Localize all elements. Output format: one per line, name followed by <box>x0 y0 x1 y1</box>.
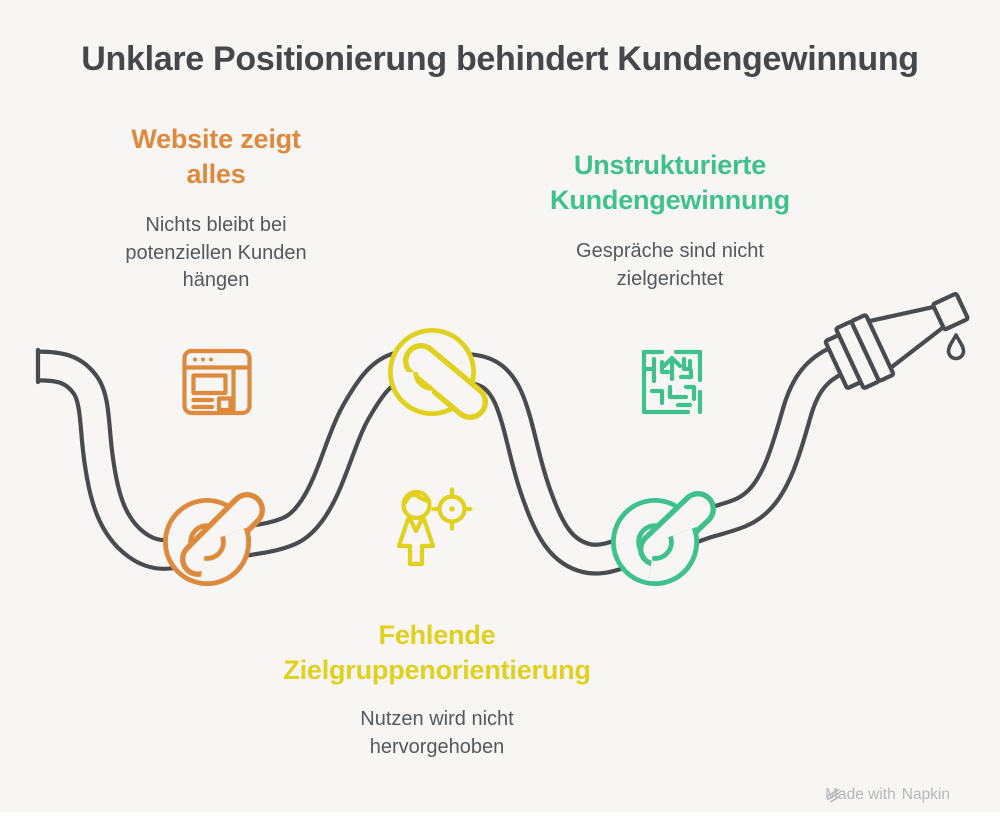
browser-window-icon <box>182 348 252 416</box>
watermark: Made with Napkin <box>825 786 950 804</box>
section-zielgruppe-body: Nutzen wird nicht hervorgehoben <box>360 708 514 758</box>
maze-icon <box>641 349 703 415</box>
nozzle-icon <box>823 291 970 390</box>
section-website-title: Website zeigt alles <box>131 124 301 190</box>
section-website-body: Nichts bleibt bei potenziellen Kunden hä… <box>125 214 307 292</box>
section-kundengewinnung-body: Gespräche sind nicht zielgerichtet <box>576 240 764 290</box>
yellow-knot <box>388 328 488 420</box>
section-zielgruppe-title: Fehlende Zielgruppenorientierung <box>283 620 591 686</box>
page-title: Unklare Positionierung behindert Kundeng… <box>81 40 919 78</box>
watermark-made-with: Made with <box>825 786 896 803</box>
person-target-icon <box>396 487 473 567</box>
napkin-logo-icon <box>827 788 840 803</box>
orange-knot <box>163 492 265 587</box>
bottom-strip <box>0 812 1000 821</box>
section-kundengewinnung-title: Unstrukturierte Kundengewinnung <box>550 150 790 216</box>
green-knot <box>611 491 716 587</box>
watermark-brand: Napkin <box>901 786 950 803</box>
water-drop-icon <box>946 333 966 361</box>
